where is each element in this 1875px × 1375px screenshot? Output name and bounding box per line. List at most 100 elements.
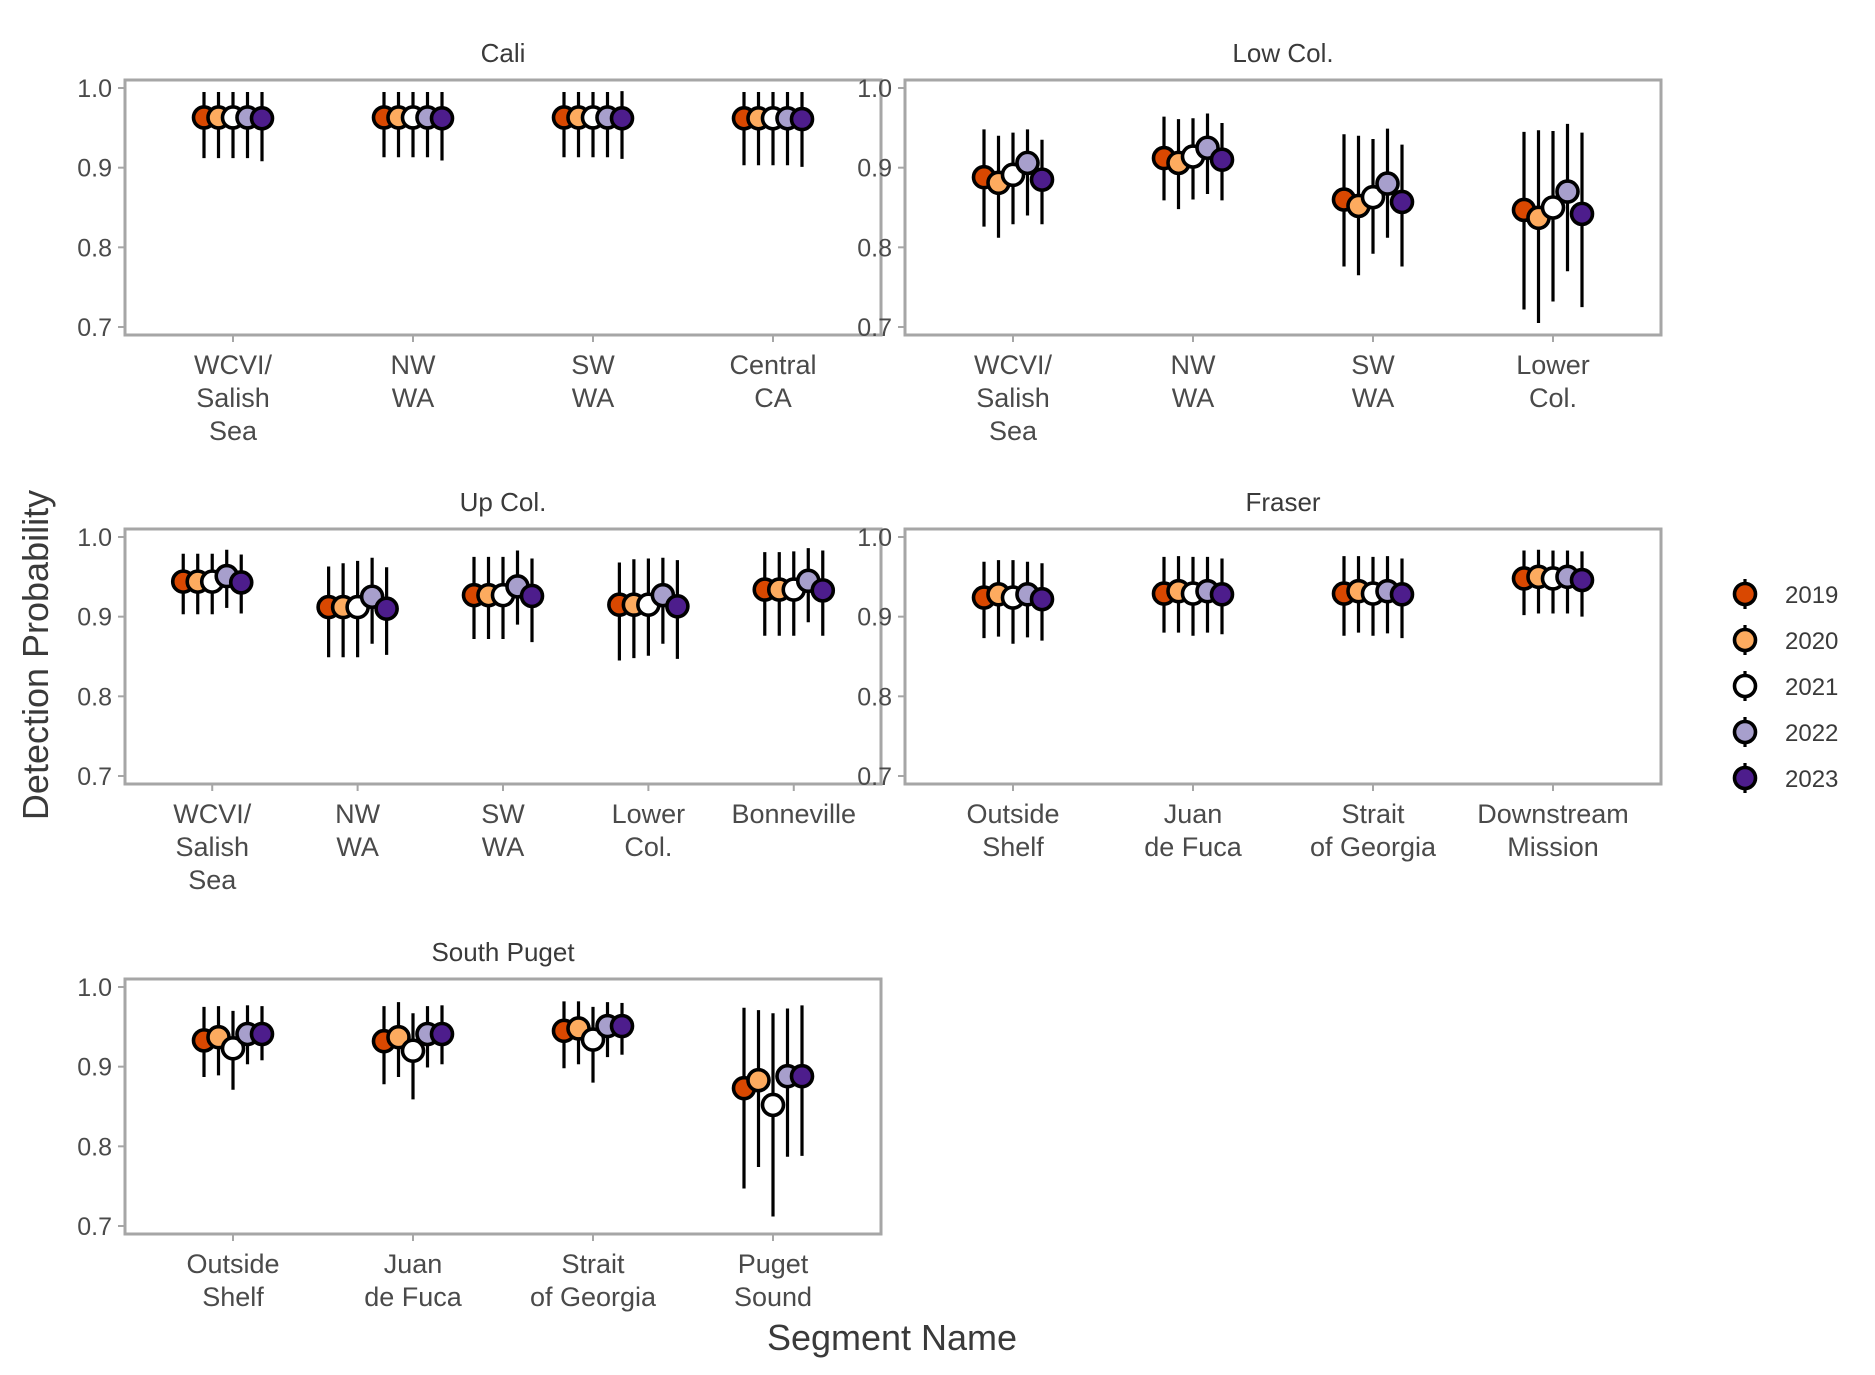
legend-item: 2021 (1732, 671, 1838, 701)
legend-label: 2023 (1785, 766, 1838, 793)
data-point (1209, 147, 1235, 172)
data-point (789, 1063, 815, 1089)
y-tick-label: 0.9 (857, 604, 892, 632)
data-point (665, 594, 690, 619)
y-tick-label: 1.0 (857, 524, 892, 552)
data-point (1540, 195, 1566, 220)
data-point (609, 1013, 635, 1039)
y-tick-label: 0.9 (857, 155, 892, 183)
data-point (1389, 582, 1415, 607)
data-point (1569, 201, 1595, 227)
y-tick-label: 0.8 (77, 683, 112, 711)
panel-title: Low Col. (1232, 38, 1333, 68)
data-point (429, 1021, 455, 1047)
data-point (374, 596, 399, 622)
panel-frame (123, 977, 883, 1236)
data-point (1029, 586, 1055, 612)
data-point (519, 583, 545, 609)
legend-key-point (1732, 719, 1758, 745)
y-tick-label: 1.0 (77, 524, 112, 552)
data-point (400, 1038, 426, 1064)
data-point (1389, 189, 1415, 215)
y-tick-label: 1.0 (77, 974, 112, 1002)
y-tick-label: 0.8 (77, 234, 112, 262)
legend-label: 2022 (1785, 720, 1838, 747)
data-point (249, 105, 275, 131)
panel-title: Up Col. (460, 487, 547, 517)
data-point (1375, 171, 1400, 196)
data-point (1555, 179, 1580, 204)
y-tick-label: 1.0 (77, 75, 112, 103)
y-tick-label: 0.8 (857, 683, 892, 711)
data-point (746, 1067, 771, 1093)
y-tick-label: 0.8 (857, 234, 892, 262)
y-tick-label: 1.0 (857, 75, 892, 103)
data-point (810, 578, 836, 603)
data-point (609, 105, 635, 131)
y-tick-label: 0.7 (857, 314, 892, 342)
panel-frame (903, 527, 1663, 786)
data-point (228, 570, 254, 595)
data-point (1569, 567, 1595, 593)
x-tick-label: Bonneville (731, 799, 856, 829)
y-tick-label: 0.9 (77, 155, 112, 183)
y-tick-label: 0.9 (77, 1054, 112, 1082)
legend-key-point (1732, 673, 1758, 699)
data-point (429, 105, 455, 131)
y-tick-label: 0.7 (77, 1213, 112, 1241)
legend-key-point (1732, 627, 1758, 653)
data-point (249, 1021, 275, 1047)
y-tick-label: 0.8 (77, 1133, 112, 1161)
legend-item: 2023 (1732, 763, 1838, 793)
data-point (1360, 184, 1386, 210)
legend-label: 2021 (1785, 674, 1838, 701)
legend-label: 2020 (1785, 628, 1838, 655)
legend-key-point (1732, 581, 1758, 607)
panel-title: Cali (481, 38, 526, 68)
legend-key-point (1732, 765, 1758, 791)
y-tick-label: 0.7 (857, 763, 892, 791)
panel-title: South Puget (431, 937, 575, 967)
legend-item: 2019 (1732, 579, 1838, 609)
panel-frame (123, 78, 883, 337)
data-point (580, 1027, 606, 1052)
data-point (789, 106, 815, 132)
data-point (220, 1036, 246, 1061)
y-tick-label: 0.9 (77, 604, 112, 632)
y-axis-title: Detection Probability (15, 490, 56, 820)
panel-title: Fraser (1245, 487, 1320, 517)
y-tick-label: 0.7 (77, 314, 112, 342)
x-axis-title: Segment Name (767, 1317, 1017, 1358)
legend-item: 2020 (1732, 625, 1838, 655)
data-point (386, 1024, 411, 1050)
y-tick-label: 0.7 (77, 763, 112, 791)
legend: 2019 2020 2021 2022 2023 (1732, 579, 1838, 793)
